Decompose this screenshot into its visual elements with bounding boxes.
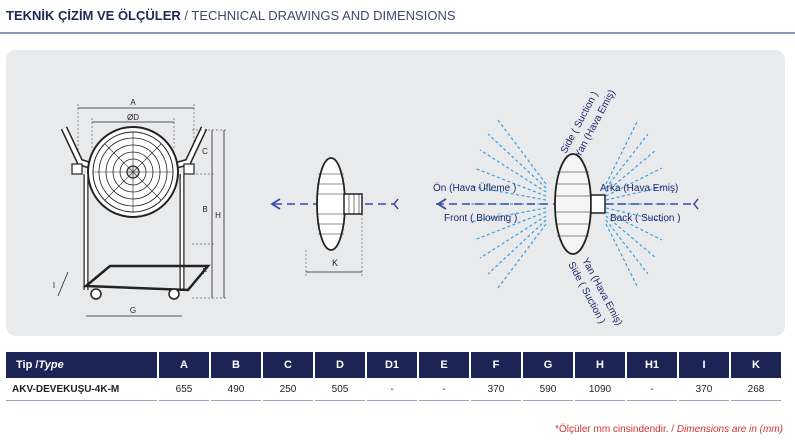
column-header: D1: [367, 352, 417, 378]
label-f: F: [203, 267, 208, 276]
footnote-separator: /: [668, 424, 677, 435]
column-header: E: [419, 352, 469, 378]
section-header: TEKNİK ÇİZİM VE ÖLÇÜLER / TECHNICAL DRAW…: [6, 8, 456, 23]
table-cell: 490: [211, 378, 261, 401]
technical-drawing: A ØD G I C B F H K: [53, 88, 699, 327]
label-front-tr: Ön (Hava Üfleme ): [433, 182, 516, 194]
label-back-en: Back ( Suction ): [610, 213, 681, 224]
footnote-tr: *Ölçüler mm cinsindendir.: [555, 424, 669, 435]
table-header-row: Tip /Type A B C D D1 E F G H H1 I K: [6, 352, 781, 378]
type-header-en: Type: [38, 359, 64, 371]
footnote-en: Dimensions are in (mm): [676, 424, 783, 435]
column-header: A: [159, 352, 209, 378]
label-i: I: [53, 281, 55, 290]
label-k: K: [332, 258, 338, 268]
column-header: K: [731, 352, 781, 378]
table-cell: -: [627, 378, 677, 401]
front-view: [57, 104, 228, 317]
label-c: C: [202, 147, 208, 156]
header-title-tr: TEKNİK ÇİZİM VE ÖLÇÜLER: [6, 8, 181, 23]
label-g: G: [130, 306, 136, 315]
dimensions-table: Tip /Type A B C D D1 E F G H H1 I K AKV-…: [4, 352, 783, 401]
airflow-lines: [468, 119, 668, 289]
table-cell: 250: [263, 378, 313, 401]
table-cell: 655: [159, 378, 209, 401]
label-front-en: Front ( Blowing ): [444, 213, 517, 224]
label-back-tr: Arka (Hava Emiş): [600, 183, 678, 194]
column-header-type: Tip /Type: [6, 352, 157, 378]
header-title-en: TECHNICAL DRAWINGS AND DIMENSIONS: [191, 8, 456, 23]
column-header: I: [679, 352, 729, 378]
table-cell: 1090: [575, 378, 625, 401]
header-separator: /: [180, 8, 192, 23]
label-b: B: [202, 205, 207, 214]
type-header-tr: Tip /: [16, 359, 39, 371]
table-cell: 505: [315, 378, 365, 401]
table-row: AKV-DEVEKUŞU-4K-M 655 490 250 505 - - 37…: [6, 378, 781, 401]
column-header: G: [523, 352, 573, 378]
table-cell: 590: [523, 378, 573, 401]
units-footnote: *Ölçüler mm cinsindendir. / Dimensions a…: [555, 424, 783, 435]
table-cell: -: [367, 378, 417, 401]
airflow-fan-body: [554, 153, 592, 255]
table-cell: 370: [679, 378, 729, 401]
table-cell: 370: [471, 378, 521, 401]
column-header: F: [471, 352, 521, 378]
side-view: [270, 157, 399, 276]
label-d: ØD: [127, 113, 139, 122]
column-header: D: [315, 352, 365, 378]
dim-line-i: [57, 271, 69, 297]
column-header: C: [263, 352, 313, 378]
label-h: H: [215, 211, 221, 220]
column-header: B: [211, 352, 261, 378]
table-cell: 268: [731, 378, 781, 401]
column-header: H1: [627, 352, 677, 378]
header-divider: [0, 32, 795, 34]
airflow-view: [436, 119, 699, 289]
front-view-labels: A ØD G I C B F H: [53, 98, 221, 315]
column-header: H: [575, 352, 625, 378]
label-a: A: [130, 98, 136, 107]
table-cell: -: [419, 378, 469, 401]
table-cell-type: AKV-DEVEKUŞU-4K-M: [6, 378, 157, 401]
side-fan-body: [316, 157, 346, 251]
